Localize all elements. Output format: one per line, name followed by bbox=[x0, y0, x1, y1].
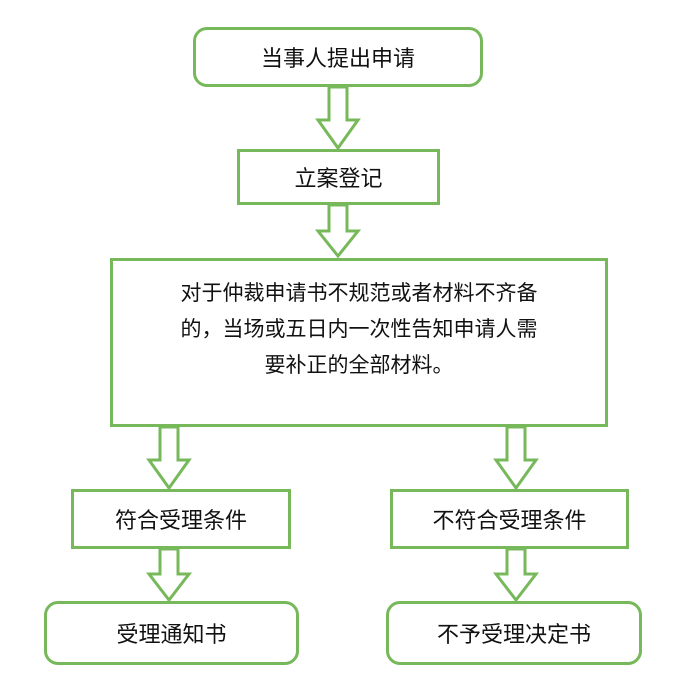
step-submit-application: 当事人提出申请 bbox=[193, 27, 483, 87]
down-arrow-left-branch bbox=[146, 425, 192, 491]
down-arrow-1 bbox=[315, 85, 361, 151]
step-notice-incomplete-materials: 对于仲裁申请书不规范或者材料不齐备 的，当场或五日内一次性告知申请人需 要补正的… bbox=[110, 258, 608, 427]
branch-meets-conditions-label: 符合受理条件 bbox=[114, 509, 247, 534]
notice-line-2: 的，当场或五日内一次性告知申请人需 bbox=[180, 317, 538, 341]
result-rejection-decision-label: 不予受理决定书 bbox=[436, 623, 591, 648]
result-acceptance-notice-label: 受理通知书 bbox=[116, 623, 227, 648]
step-submit-application-label: 当事人提出申请 bbox=[260, 47, 415, 72]
step-case-registration-label: 立案登记 bbox=[294, 167, 383, 192]
notice-line-1: 对于仲裁申请书不规范或者材料不齐备 bbox=[180, 281, 538, 305]
branch-fails-conditions: 不符合受理条件 bbox=[390, 489, 629, 549]
down-arrow-left-result bbox=[145, 547, 193, 603]
result-rejection-decision: 不予受理决定书 bbox=[386, 601, 642, 665]
step-case-registration: 立案登记 bbox=[237, 149, 440, 205]
down-arrow-right-result bbox=[492, 547, 540, 603]
branch-fails-conditions-label: 不符合受理条件 bbox=[432, 509, 587, 534]
down-arrow-right-branch bbox=[493, 425, 539, 491]
result-acceptance-notice: 受理通知书 bbox=[44, 601, 299, 665]
branch-meets-conditions: 符合受理条件 bbox=[71, 489, 291, 549]
down-arrow-2 bbox=[314, 203, 362, 259]
notice-line-3: 要补正的全部材料。 bbox=[264, 353, 454, 377]
